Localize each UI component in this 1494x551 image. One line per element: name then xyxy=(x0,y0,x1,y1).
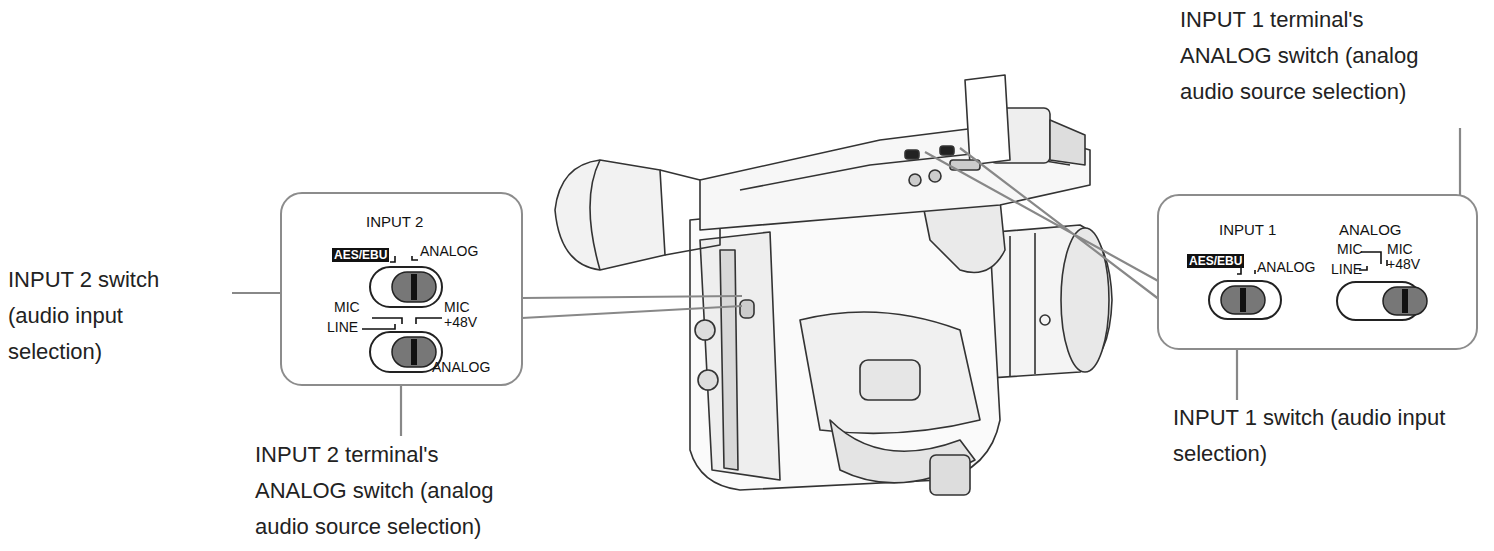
callout-label: INPUT 2 switch (audio input selection) xyxy=(8,262,208,370)
switch-position-label: MIC xyxy=(334,300,360,315)
switch-position-label: ANALOG xyxy=(420,244,478,259)
callout-label: INPUT 1 terminal's ANALOG switch (analog… xyxy=(1180,2,1460,110)
callout-label: INPUT 1 switch (audio input selection) xyxy=(1173,400,1463,472)
switch-position-label: ANALOG xyxy=(1339,222,1402,237)
switch-position-label: INPUT 2 xyxy=(366,214,423,229)
slide-switch xyxy=(1159,196,1480,352)
switch-position-label: INPUT 1 xyxy=(1219,222,1276,237)
callout-label: INPUT 2 terminal's ANALOG switch (analog… xyxy=(255,437,535,545)
switch-position-label: AES/EBU xyxy=(1187,254,1244,268)
switch-position-label: MIC +48V xyxy=(1387,242,1423,272)
switch-position-label: LINE xyxy=(1331,262,1362,277)
switch-position-label: AES/EBU xyxy=(332,248,389,262)
switch-position-label: MIC +48V xyxy=(444,300,480,330)
switch-inset: INPUT 2 AES/EBU ANALOG MIC LINE MIC +48V ANALO… xyxy=(280,192,523,386)
switch-position-label: LINE xyxy=(327,320,358,335)
switch-inset: INPUT 1 AES/EBU ANALOG ANALOG MIC LINE MIC +48… xyxy=(1157,194,1478,350)
switch-position-label: ANALOG xyxy=(1257,260,1315,275)
switch-position-label: ANALOG xyxy=(432,360,490,375)
switch-position-label: MIC xyxy=(1337,242,1363,257)
